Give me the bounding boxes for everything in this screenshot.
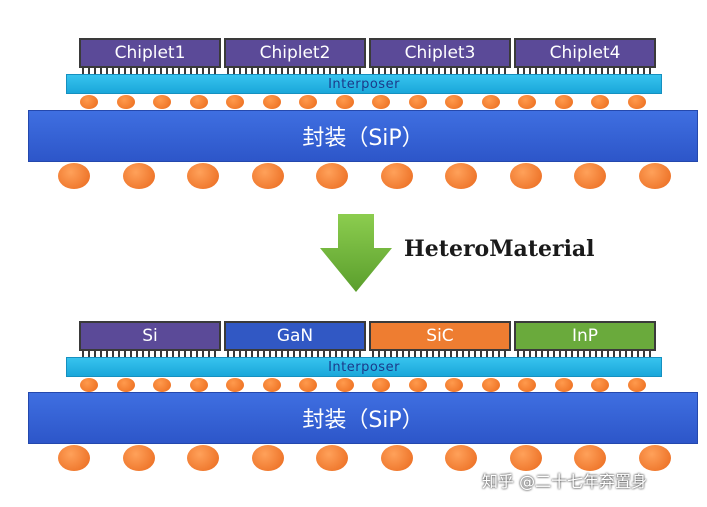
micro-bump [445,95,463,109]
solder-ball [574,445,606,471]
chiplet-gan-pins [227,351,363,357]
solder-ball [380,163,413,189]
chiplet-si-pins [82,351,218,357]
interposer-bottom: Interposer [66,357,662,377]
down-arrow-icon [318,214,394,294]
solder-ball [187,163,219,189]
micro-bump [80,95,98,109]
micro-bump [481,95,500,109]
chiplet-sic-label: SiC [426,326,454,346]
chiplet-inp-label: InP [571,326,599,346]
chiplet-si: Si [79,321,221,351]
micro-bump [554,95,573,109]
solder-ball [445,163,477,189]
micro-bump [518,95,536,109]
solder-ball [509,445,542,471]
solder-ball [58,445,90,471]
chiplet-2-label: Chiplet2 [259,43,331,63]
micro-bump [481,378,500,392]
micro-bump [627,95,646,109]
micro-bump [627,378,646,392]
solder-ball [316,163,348,189]
hetero-material-label: HeteroMaterial [404,236,595,262]
solder-ball [316,445,348,471]
chiplet-4-pins [517,68,653,74]
interposer-label: Interposer [328,76,400,92]
micro-bump [518,378,536,392]
chiplet-si-label: Si [142,326,158,346]
solder-ball [638,163,671,189]
micro-bump [408,378,427,392]
solder-ball [251,163,284,189]
chiplet-inp: InP [514,321,656,351]
micro-bump [116,95,135,109]
solder-ball [122,163,155,189]
chiplet-gan-label: GaN [276,326,314,346]
chiplet-inp-pins [517,351,653,357]
micro-bump [372,378,390,392]
solder-ball [638,445,671,471]
solder-ball [58,163,90,189]
micro-bump [445,378,463,392]
solder-ball [251,445,284,471]
sip-package: 封装（SiP） [28,110,698,162]
watermark: 知乎 @二十七年弃置身 [482,472,648,491]
chiplet-sic-pins [372,351,508,357]
chiplet-3: Chiplet3 [369,38,511,68]
micro-bump [591,378,609,392]
chiplet-1-label: Chiplet1 [114,43,186,63]
micro-bump [189,378,208,392]
interposer: Interposer [66,74,662,94]
chiplet-4-label: Chiplet4 [549,43,621,63]
sip-label: 封装（SiP） [302,126,424,151]
chiplet-4: Chiplet4 [514,38,656,68]
micro-bump [153,95,171,109]
micro-bump [554,378,573,392]
micro-bump [335,378,354,392]
micro-bump [372,95,390,109]
chiplet-2: Chiplet2 [224,38,366,68]
chiplet-1-pins [82,68,218,74]
micro-bump [591,95,609,109]
sip-package-bottom: 封装（SiP） [28,392,698,444]
micro-bump [299,95,317,109]
micro-bump [226,95,244,109]
chiplet-sic: SiC [369,321,511,351]
micro-bump [299,378,317,392]
chiplet-gan: GaN [224,321,366,351]
solder-ball [380,445,413,471]
chiplet-1: Chiplet1 [79,38,221,68]
interposer-bottom-label: Interposer [328,359,400,375]
micro-bump [408,95,427,109]
micro-bump [80,378,98,392]
solder-ball [187,445,219,471]
micro-bump [262,378,281,392]
solder-ball [509,163,542,189]
micro-bump [262,95,281,109]
micro-bump [226,378,244,392]
chiplet-3-label: Chiplet3 [404,43,476,63]
solder-ball [574,163,606,189]
micro-bump [335,95,354,109]
solder-ball [445,445,477,471]
chiplet-2-pins [227,68,363,74]
micro-bump [153,378,171,392]
micro-bump [189,95,208,109]
chiplet-3-pins [372,68,508,74]
sip-bottom-label: 封装（SiP） [302,408,424,433]
solder-ball [122,445,155,471]
micro-bump [116,378,135,392]
